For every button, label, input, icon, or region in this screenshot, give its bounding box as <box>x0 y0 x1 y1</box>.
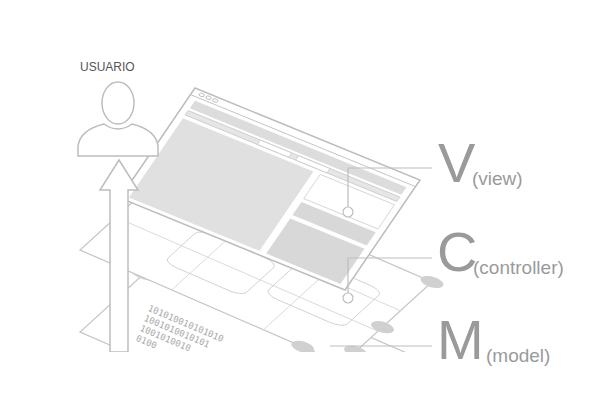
user-shoulders <box>78 124 158 156</box>
leader-lines <box>330 168 432 346</box>
controller-dot <box>341 343 371 352</box>
user-head <box>102 82 134 124</box>
layer-name: (view) <box>472 169 523 188</box>
layer-name: (model) <box>486 346 550 365</box>
controller-dot <box>288 338 318 352</box>
view-plane <box>120 88 420 290</box>
controller-anchor <box>343 293 353 303</box>
flow-arrow <box>100 160 138 352</box>
side-panel <box>266 218 364 284</box>
model-leader <box>330 345 432 346</box>
layer-letter: C <box>437 224 477 280</box>
user-icon <box>78 82 158 156</box>
controller-leader <box>348 258 432 293</box>
layer-stack <box>65 88 447 352</box>
view-leader <box>348 168 432 207</box>
window-button <box>198 93 205 98</box>
layer-name: (controller) <box>473 258 564 277</box>
window-button <box>212 98 219 103</box>
layer-letter: V <box>438 135 475 191</box>
view-anchor <box>343 207 353 217</box>
layer-letter: M <box>437 312 484 368</box>
window-button <box>205 95 212 100</box>
controller-dot <box>368 318 398 335</box>
user-label: USUARIO <box>80 61 135 73</box>
browser-window <box>120 88 420 290</box>
